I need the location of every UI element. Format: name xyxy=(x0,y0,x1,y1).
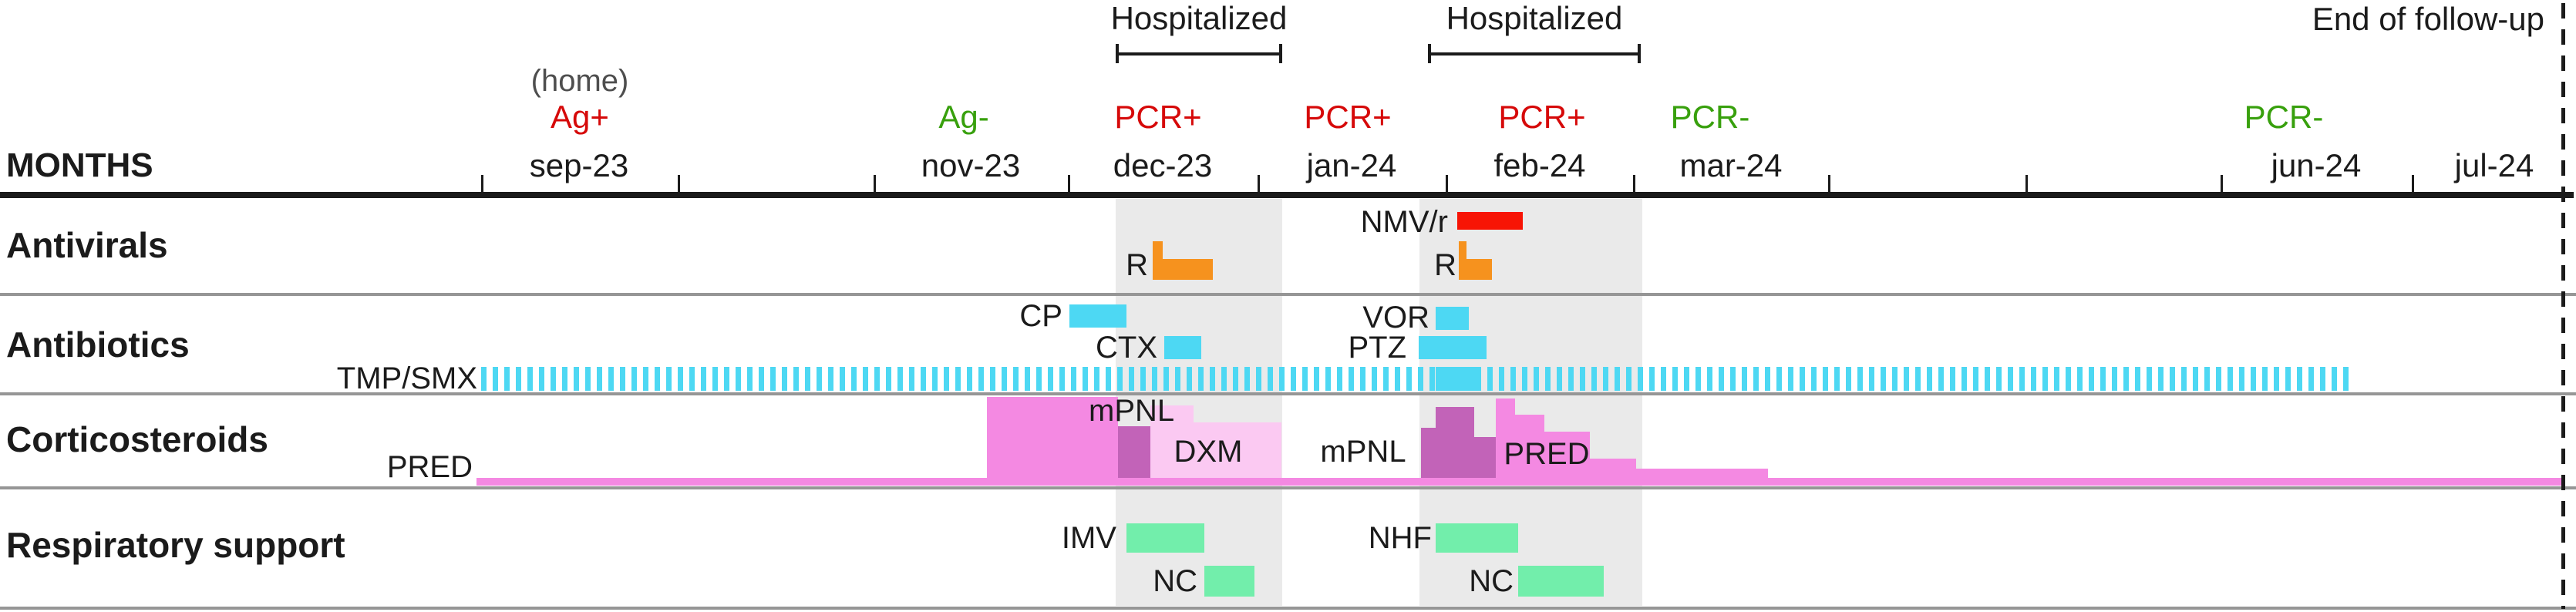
dxm-label: DXM xyxy=(1174,435,1243,469)
mpnl2-step1 xyxy=(1421,428,1436,478)
row-label-antivirals: Antivirals xyxy=(6,225,168,265)
mpnl2-label: mPNL xyxy=(1320,435,1406,469)
pred-taper-step1 xyxy=(1496,398,1515,486)
test-result-label: PCR+ xyxy=(1304,99,1392,135)
axis-tick xyxy=(2025,175,2028,192)
ctx-bar xyxy=(1164,336,1201,359)
nmvr-bar xyxy=(1457,212,1523,230)
hospitalized-bracket-cap xyxy=(1428,44,1431,63)
pred1-label: PRED xyxy=(386,450,473,484)
month-label: jul-24 xyxy=(2454,147,2534,183)
rdv2-label: R xyxy=(1434,248,1456,282)
remdesivir2-bar xyxy=(1466,259,1492,280)
month-label: jun-24 xyxy=(2271,147,2362,183)
ctx-label: CTX xyxy=(1096,331,1157,365)
nhf-label: NHF xyxy=(1368,521,1432,555)
month-label: nov-23 xyxy=(921,147,1021,183)
tmpsmx-prophylaxis-stripes xyxy=(481,367,2351,391)
hospitalized-bracket-cap xyxy=(1116,44,1119,63)
axis-tick xyxy=(2412,175,2414,192)
hospitalized-label: Hospitalized xyxy=(1110,0,1288,36)
imv-label: IMV xyxy=(1061,521,1116,555)
pred-highdose-block xyxy=(987,397,1118,486)
mpnl2-step3 xyxy=(1474,437,1496,478)
hospitalized-bracket-line xyxy=(1116,52,1282,55)
month-label: mar-24 xyxy=(1679,147,1783,183)
nmvr-label: NMV/r xyxy=(1360,205,1448,239)
tmpsmx-label: TMP/SMX xyxy=(336,361,477,395)
remdesivir1-loading xyxy=(1153,241,1163,280)
end-of-followup-label: End of follow-up xyxy=(2312,1,2544,37)
test-result-label: PCR- xyxy=(1670,99,1750,135)
axis-tick xyxy=(678,175,680,192)
mpnl1-block xyxy=(1118,426,1150,478)
pred-taper-step5 xyxy=(1636,469,1768,486)
row-divider xyxy=(0,293,2576,296)
test-result-label: PCR+ xyxy=(1498,99,1586,135)
axis-tick xyxy=(874,175,876,192)
pred-taper-step2 xyxy=(1515,415,1544,486)
vor-label: VOR xyxy=(1362,301,1429,335)
dxm-step1 xyxy=(1150,405,1194,478)
axis-tick xyxy=(481,175,483,192)
pred-taper-step4 xyxy=(1590,459,1636,486)
axis-tick xyxy=(1258,175,1260,192)
test-result-label: Ag+ xyxy=(551,99,609,135)
imv-bar xyxy=(1126,523,1204,553)
pred2-label: PRED xyxy=(1504,437,1590,471)
axis-tick xyxy=(1068,175,1070,192)
test-result-label: PCR+ xyxy=(1114,99,1202,135)
month-label: feb-24 xyxy=(1493,147,1586,183)
row-label-respiratory-support: Respiratory support xyxy=(6,525,345,565)
remdesivir1-bar xyxy=(1163,259,1213,280)
row-divider xyxy=(0,486,2576,489)
hospitalized-bracket-cap xyxy=(1279,44,1282,63)
axis-tick xyxy=(1828,175,1830,192)
end-of-followup-line xyxy=(2561,3,2565,609)
axis-tick xyxy=(1446,175,1448,192)
nc1-bar xyxy=(1204,566,1254,597)
row-divider xyxy=(0,392,2576,395)
month-label: dec-23 xyxy=(1113,147,1213,183)
dxm-step2 xyxy=(1194,422,1281,478)
cp-label: CP xyxy=(1019,299,1062,333)
nhf-bar xyxy=(1436,523,1518,553)
row-label-corticosteroids: Corticosteroids xyxy=(6,419,268,459)
ptz-bar xyxy=(1419,336,1487,359)
hospitalized-label: Hospitalized xyxy=(1446,0,1623,36)
nc2-label: NC xyxy=(1469,564,1514,598)
rdv1-label: R xyxy=(1126,248,1148,282)
month-label: jan-24 xyxy=(1306,147,1397,183)
nc1-label: NC xyxy=(1153,564,1197,598)
cp-bar xyxy=(1069,304,1126,328)
hospitalized-bracket-cap xyxy=(1638,44,1641,63)
mpnl1-label: mPNL xyxy=(1089,394,1175,428)
vor-bar xyxy=(1436,307,1469,330)
remdesivir2-loading xyxy=(1459,241,1466,280)
nc2-bar xyxy=(1518,566,1604,597)
test-result-label: PCR- xyxy=(2244,99,2324,135)
row-label-antibiotics: Antibiotics xyxy=(6,324,190,365)
ptz-label: PTZ xyxy=(1348,331,1406,365)
month-label: sep-23 xyxy=(529,147,629,183)
test-result-label: Ag- xyxy=(938,99,989,135)
axis-line xyxy=(0,192,2574,198)
row-divider xyxy=(0,607,2576,610)
axis-tick xyxy=(2221,175,2223,192)
axis-tick xyxy=(1633,175,1635,192)
axis-title: MONTHS xyxy=(6,146,153,184)
tmpsmx-treatment-bar xyxy=(1436,367,1479,391)
home-note: (home) xyxy=(530,64,629,98)
mpnl2-step2 xyxy=(1436,407,1474,478)
hospitalized-bracket-line xyxy=(1428,52,1641,55)
pred-taper-step3 xyxy=(1544,432,1590,486)
